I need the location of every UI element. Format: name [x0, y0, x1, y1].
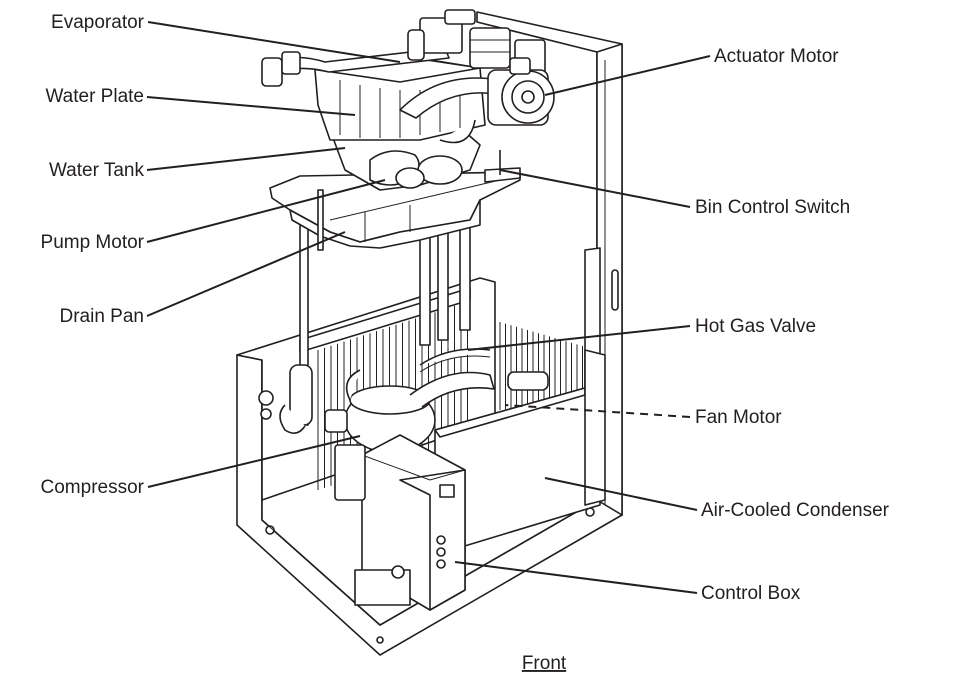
label-hot-gas-valve: Hot Gas Valve	[695, 316, 816, 337]
machine-illustration	[236, 9, 623, 656]
leader-hot-gas-valve	[467, 325, 691, 351]
fan-shroud	[434, 349, 606, 556]
bin-control-switch	[484, 150, 521, 183]
left-labels: Evaporator Water Plate Water Tank Pump M…	[41, 12, 145, 498]
leader-lines	[146, 21, 711, 594]
right-labels: Actuator Motor Bin Control Switch Hot Ga…	[695, 46, 890, 604]
leader-drain-pan	[146, 231, 346, 317]
label-bin-control-switch: Bin Control Switch	[695, 197, 850, 218]
condenser-fins-right	[499, 322, 583, 410]
caption-front: Front	[522, 653, 567, 674]
leader-water-plate	[146, 96, 356, 116]
leader-compressor	[147, 435, 361, 488]
label-fan-motor: Fan Motor	[695, 407, 782, 428]
actuator-motor	[487, 57, 555, 126]
label-water-plate: Water Plate	[45, 86, 144, 107]
label-actuator-motor: Actuator Motor	[714, 46, 839, 67]
label-control-box: Control Box	[701, 583, 801, 604]
label-evaporator: Evaporator	[51, 12, 145, 33]
label-pump-motor: Pump Motor	[41, 232, 145, 253]
label-drain-pan: Drain Pan	[60, 306, 145, 327]
leader-fan-motor	[504, 404, 691, 418]
leader-evaporator	[147, 21, 401, 63]
compressor	[324, 369, 495, 453]
label-water-tank: Water Tank	[49, 160, 145, 181]
leader-pump-motor	[146, 179, 386, 243]
leader-air-cooled-condenser	[544, 477, 698, 511]
leader-bin-control-switch	[499, 169, 691, 208]
drain-tube	[258, 364, 313, 434]
leader-actuator-motor	[544, 55, 711, 96]
leader-water-tank	[146, 147, 346, 171]
label-air-cooled-condenser: Air-Cooled Condenser	[701, 500, 890, 521]
label-compressor: Compressor	[41, 477, 145, 498]
control-box-body	[334, 434, 467, 611]
hot-gas-valve	[419, 348, 549, 391]
leader-control-box	[454, 561, 698, 594]
